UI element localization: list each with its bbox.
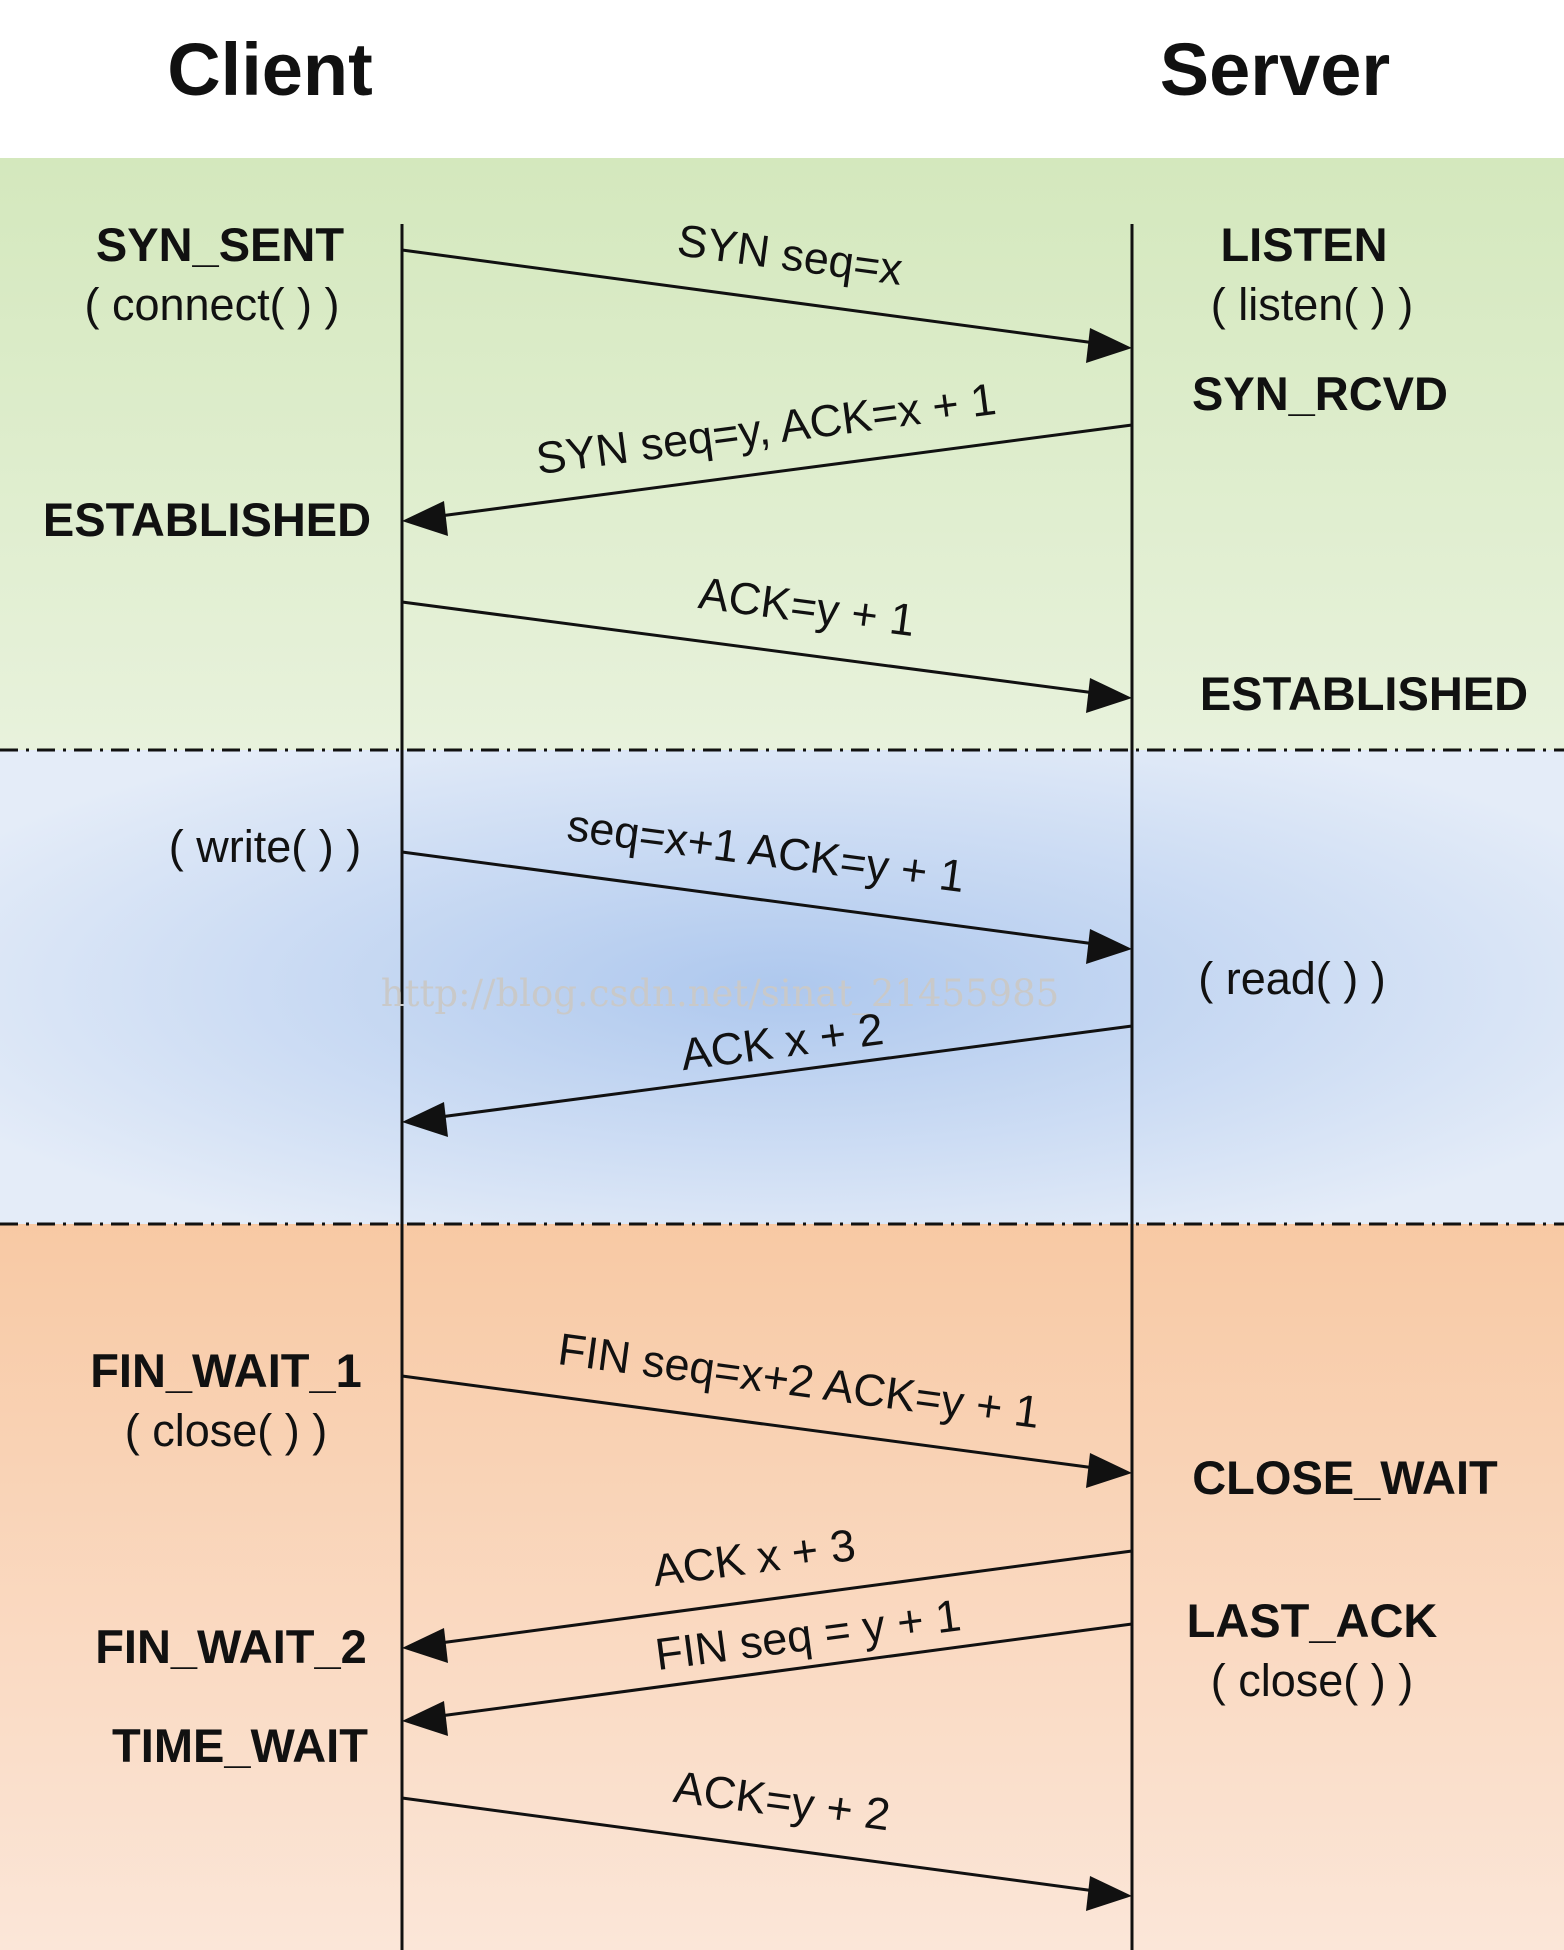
transfer-band	[0, 750, 1564, 1224]
client-state-fin-wait-2: FIN_WAIT_2	[95, 1620, 367, 1673]
server-call-read: ( read( ) )	[1198, 953, 1386, 1004]
client-state-fin-wait-1: FIN_WAIT_1	[90, 1344, 362, 1397]
server-state-listen: LISTEN	[1220, 218, 1387, 271]
teardown-band	[0, 1224, 1564, 1950]
client-call-write: ( write( ) )	[169, 821, 361, 872]
client-state-time-wait: TIME_WAIT	[112, 1719, 368, 1772]
client-call-close: ( close( ) )	[125, 1405, 328, 1456]
client-state-syn-sent: SYN_SENT	[96, 218, 344, 271]
server-call-listen: ( listen( ) )	[1211, 279, 1414, 330]
server-state-last-ack: LAST_ACK	[1187, 1594, 1438, 1647]
client-header: Client	[167, 28, 373, 111]
server-header: Server	[1160, 28, 1390, 111]
server-call-close: ( close( ) )	[1211, 1655, 1414, 1706]
watermark: http://blog.csdn.net/sinat_21455985	[381, 972, 1059, 1016]
client-state-established: ESTABLISHED	[43, 493, 371, 546]
server-state-established: ESTABLISHED	[1200, 667, 1528, 720]
server-state-close-wait: CLOSE_WAIT	[1192, 1451, 1498, 1504]
client-call-connect: ( connect( ) )	[84, 279, 339, 330]
server-state-syn-rcvd: SYN_RCVD	[1192, 367, 1448, 420]
